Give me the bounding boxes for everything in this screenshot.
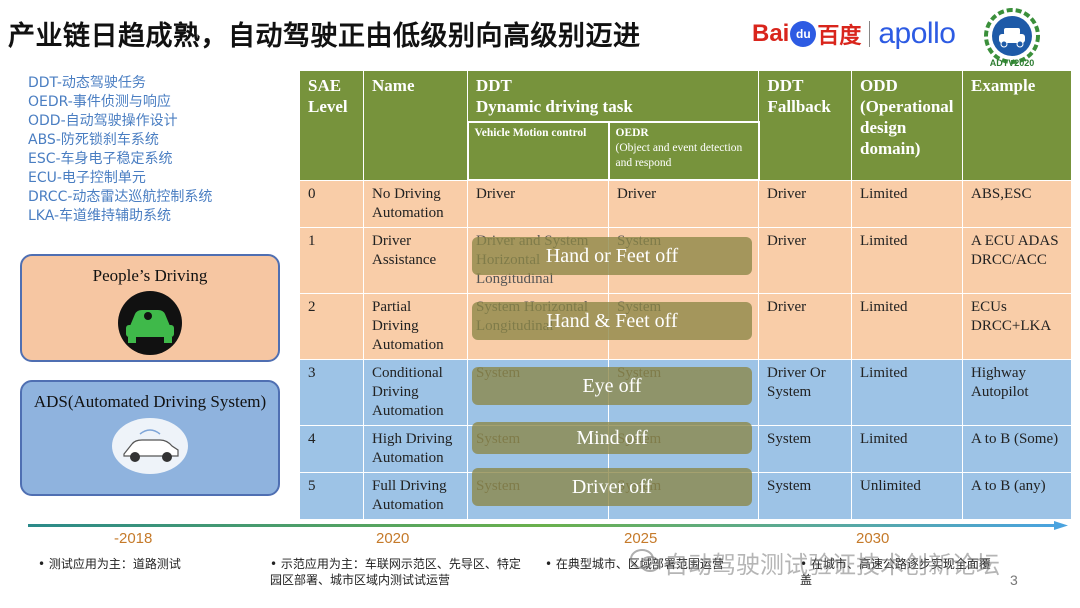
cell-name: Full Driving Automation <box>363 471 468 520</box>
cell-fallback: Driver Or System <box>758 358 853 426</box>
cell-odd: Limited <box>851 179 964 228</box>
slide-title: 产业链日趋成熟，自动驾驶正由低级别向高级别迈进 <box>8 21 641 52</box>
header-name: Name <box>363 70 468 181</box>
cell-odd: Unlimited <box>851 471 964 520</box>
cell-example: A to B (any) <box>962 471 1073 520</box>
header-ddt-subtitle: Dynamic driving task <box>476 97 633 116</box>
cell-example: ECUs DRCC+LKA <box>962 292 1073 360</box>
adtv-logo-icon <box>984 8 1040 64</box>
logo-divider <box>869 21 871 47</box>
cell-example: Highway Autopilot <box>962 358 1073 426</box>
abbreviation-item: LKA-车道维持辅助系统 <box>28 208 172 224</box>
automation-label-overlay: Hand or Feet off <box>472 237 752 275</box>
cell-oedr: Driver <box>607 179 760 228</box>
wechat-icon <box>630 549 660 572</box>
header-vehicle-motion-control: Vehicle Motion control <box>466 121 610 181</box>
cell-name: Driver Assistance <box>363 226 468 294</box>
abbreviation-item: ECU-电子控制单元 <box>28 170 146 186</box>
timeline-year: 2020 <box>376 530 410 547</box>
timeline-arrow <box>28 521 1068 530</box>
cell-vmc: Driver <box>467 179 609 228</box>
cell-name: Conditional Driving Automation <box>363 358 468 426</box>
cell-level: 1 <box>299 226 364 294</box>
baidu-paw-icon: du <box>790 21 817 47</box>
cell-level: 4 <box>299 424 364 473</box>
cell-odd: Limited <box>851 292 964 360</box>
cell-level: 3 <box>299 358 364 426</box>
baidu-logo-text: Bai <box>752 20 790 47</box>
timeline-year: 2025 <box>624 530 658 547</box>
timeline-year: -2018 <box>114 530 153 547</box>
table-row: 0 No Driving Automation Driver Driver Dr… <box>299 179 1073 228</box>
automation-label-overlay: Mind off <box>472 422 752 454</box>
cell-example: A to B (Some) <box>962 424 1073 473</box>
ads-box: ADS(Automated Driving System) <box>20 380 280 496</box>
cell-fallback: Driver <box>758 179 853 228</box>
automation-label-overlay: Eye off <box>472 367 752 405</box>
peoples-driving-box: People’s Driving <box>20 254 280 362</box>
peoples-driving-label: People’s Driving <box>92 266 208 285</box>
timeline-note: • 示范应用为主：车联网示范区、先导区、特定园区部署、城市区域内测试试运营 <box>270 557 521 587</box>
automation-label-overlay: Hand & Feet off <box>472 302 752 340</box>
apollo-logo: apollo <box>878 17 956 50</box>
baidu-cn-text: 百度 <box>817 23 862 48</box>
cell-fallback: Driver <box>758 226 853 294</box>
abbreviation-list: DDT-动态驾驶任务 OEDR-事件侦测与响应 ODD-自动驾驶操作设计 ABS… <box>28 74 212 226</box>
cell-level: 2 <box>299 292 364 360</box>
header-sae-level: SAE Level <box>299 70 364 181</box>
partner-logos: Bai du 百度 apollo <box>752 14 980 54</box>
cell-odd: Limited <box>851 358 964 426</box>
header-ddt-fallback: DDT Fallback <box>758 70 853 181</box>
timeline-note: • 在城市、高速公路逐步实现全面覆盖 <box>800 557 991 587</box>
page-number: 3 <box>1010 572 1018 588</box>
header-oedr-subtitle: (Object and event detection and respond <box>615 142 743 169</box>
abbreviation-item: OEDR-事件侦测与响应 <box>28 94 171 110</box>
header-ddt: DDT Dynamic driving task <box>466 70 760 123</box>
cell-name: Partial Driving Automation <box>363 292 468 360</box>
autonomous-car-icon <box>112 418 188 474</box>
header-odd: ODD (Operational design domain) <box>851 70 964 181</box>
header-ddt-title: DDT <box>476 76 512 95</box>
cell-fallback: System <box>758 471 853 520</box>
abbreviation-item: ESC-车身电子稳定系统 <box>28 151 173 167</box>
header-oedr-title: OEDR <box>615 127 649 139</box>
cell-odd: Limited <box>851 424 964 473</box>
cell-name: No Driving Automation <box>363 179 468 228</box>
cell-odd: Limited <box>851 226 964 294</box>
abbreviation-item: DRCC-动态雷达巡航控制系统 <box>28 189 213 205</box>
adtv-logo-label: ADTV2020 <box>989 58 1035 68</box>
cell-level: 0 <box>299 179 364 228</box>
watermark-text: 自动驾驶测试验证技术创新论坛 <box>664 551 1000 579</box>
table-subheader-row: Vehicle Motion control OEDR (Object and … <box>300 121 1072 181</box>
human-driver-car-icon <box>118 291 182 355</box>
cell-fallback: Driver <box>758 292 853 360</box>
abbreviation-item: ODD-自动驾驶操作设计 <box>28 113 178 129</box>
timeline-note: • 在典型城市、区域部署范围运营 <box>545 557 724 571</box>
automation-label-overlay: Driver off <box>472 468 752 506</box>
cell-example: A ECU ADAS DRCC/ACC <box>962 226 1073 294</box>
abbreviation-item: DDT-动态驾驶任务 <box>28 75 146 91</box>
cell-example: ABS,ESC <box>962 179 1073 228</box>
cell-fallback: System <box>758 424 853 473</box>
timeline-note: • 测试应用为主：道路测试 <box>38 557 181 571</box>
header-oedr: OEDR (Object and event detection and res… <box>607 121 760 181</box>
header-example: Example <box>962 70 1073 181</box>
table-header-row: SAE Level Name DDT Dynamic driving task … <box>299 70 1073 181</box>
cell-level: 5 <box>299 471 364 520</box>
baidu-logo: Bai du 百度 <box>752 18 861 50</box>
ads-label: ADS(Automated Driving System) <box>33 392 267 411</box>
cell-name: High Driving Automation <box>363 424 468 473</box>
abbreviation-item: ABS-防死锁刹车系统 <box>28 132 159 148</box>
timeline-year: 2030 <box>856 530 890 547</box>
